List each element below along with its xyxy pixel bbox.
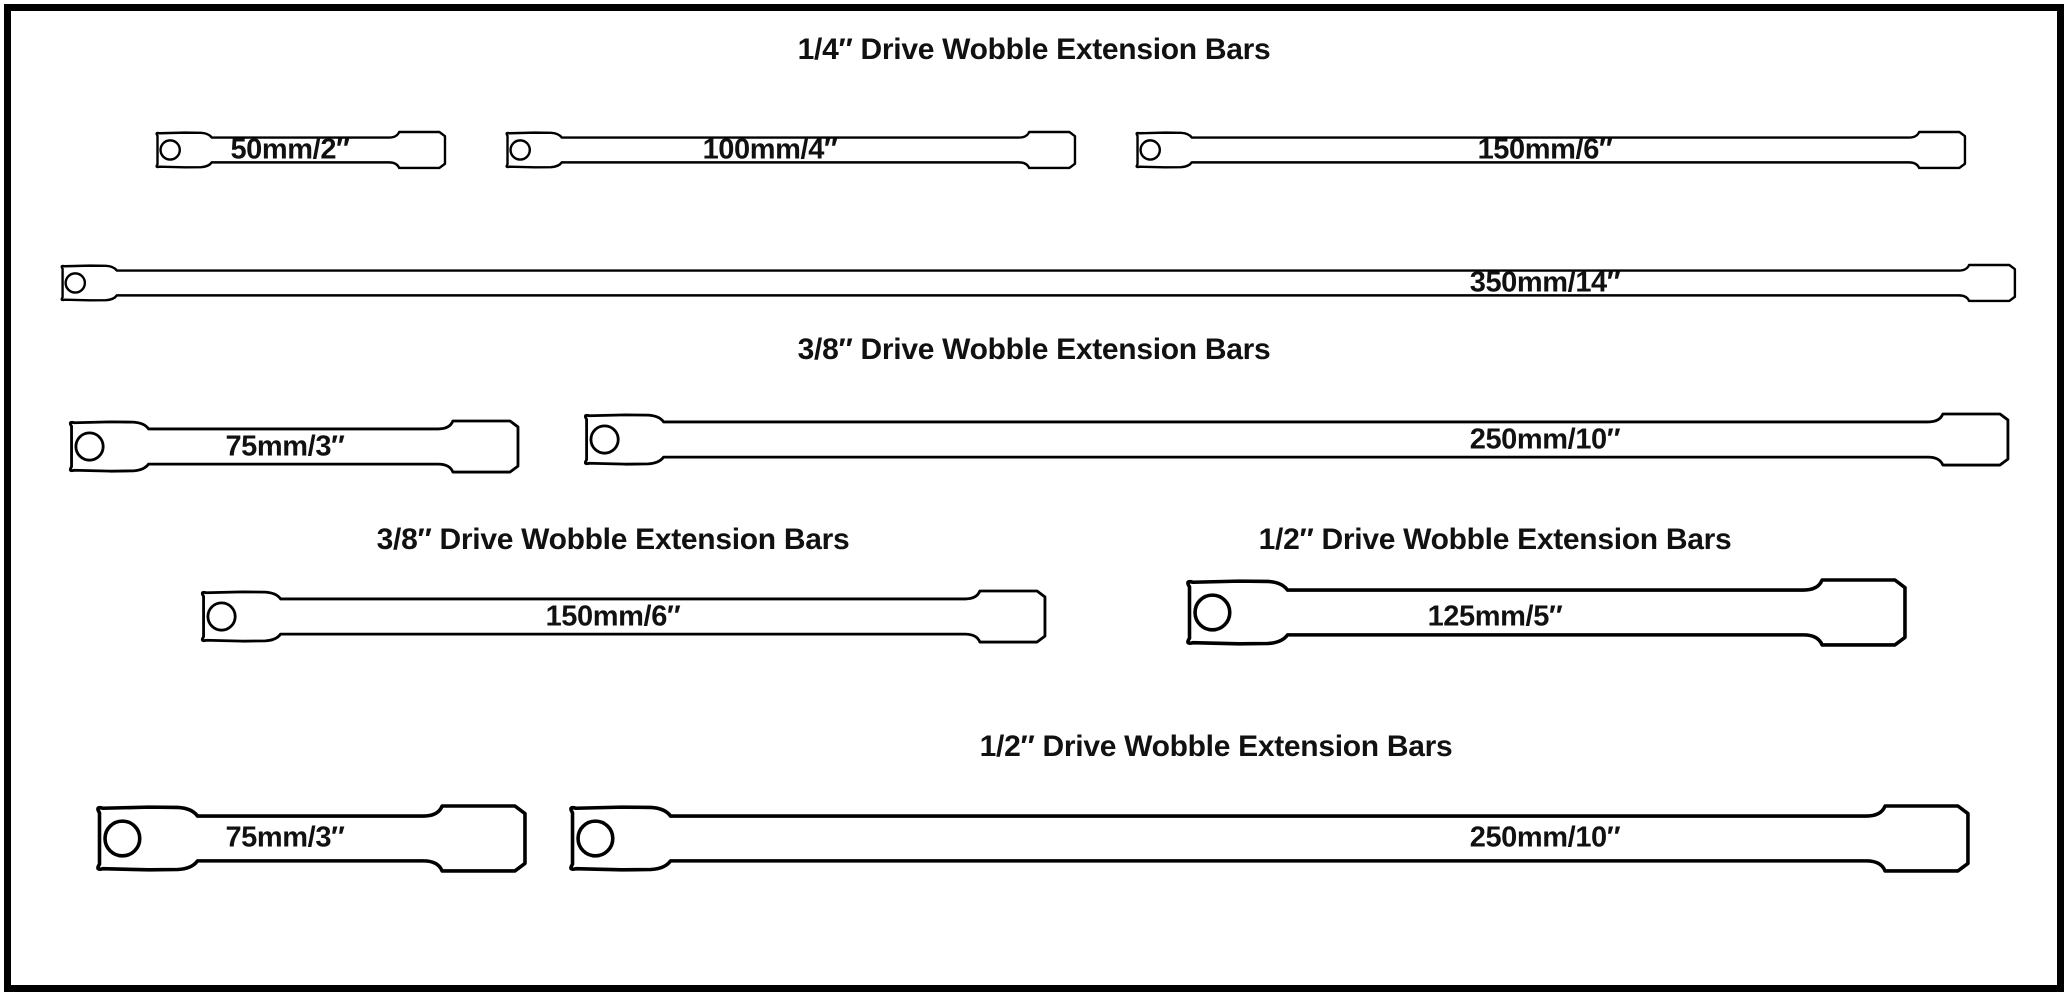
bar-body-outline [1135,130,1967,170]
bar-body-outline [1186,577,1907,647]
extension-bar-bar-half-125mm [1186,577,1907,647]
bar-size-label-bar-threeeighths-150mm: 150mm/6″ [545,600,681,633]
bar-size-label-bar-half-125mm: 125mm/5″ [1427,600,1563,633]
wobble-pin-hole-icon [576,818,615,858]
bar-body-outline [155,130,447,170]
group-title-group-quarter-inch: 1/4″ Drive Wobble Extension Bars [797,33,1271,66]
bar-body-outline [60,263,2017,303]
group-title-group-half-inch: 1/2″ Drive Wobble Extension Bars [1258,523,1732,556]
wobble-pin-hole-icon [1193,592,1232,632]
bar-body-outline [583,413,2010,467]
bar-size-label-bar-quarter-50mm: 50mm/2″ [230,133,350,166]
bar-body-outline [68,420,520,474]
extension-bar-bar-quarter-50mm [155,130,447,170]
wobble-pin-hole-icon [74,431,105,463]
bar-body-outline [569,803,1970,873]
wobble-pin-hole-icon [103,818,142,858]
bar-size-label-bar-quarter-350mm: 350mm/14″ [1469,266,1621,299]
wobble-pin-hole-icon [206,601,237,633]
group-title-group-half-inch-second: 1/2″ Drive Wobble Extension Bars [979,730,1453,763]
group-title-group-three-eighths-inch-second: 3/8″ Drive Wobble Extension Bars [376,523,850,556]
bar-body-outline [96,803,527,873]
group-title-group-three-eighths-inch: 3/8″ Drive Wobble Extension Bars [797,333,1271,366]
bar-body-outline [505,130,1077,170]
extension-bar-bar-half-250mm [569,803,1970,873]
extension-bar-bar-threeeighths-150mm [200,590,1047,644]
bar-size-label-bar-quarter-150mm: 150mm/6″ [1477,133,1613,166]
bar-size-label-bar-quarter-100mm: 100mm/4″ [702,133,838,166]
extension-bar-bar-threeeighths-75mm [68,420,520,474]
extension-bar-bar-half-75mm [96,803,527,873]
bar-size-label-bar-threeeighths-75mm: 75mm/3″ [225,430,345,463]
bar-body-outline [200,590,1047,644]
wobble-pin-hole-icon [1139,139,1162,161]
extension-bar-bar-threeeighths-250mm [583,413,2010,467]
wobble-pin-hole-icon [509,139,531,161]
wobble-pin-hole-icon [589,424,620,456]
wobble-pin-hole-icon [159,139,181,161]
bar-size-label-bar-threeeighths-250mm: 250mm/10″ [1469,423,1621,456]
bar-size-label-bar-half-250mm: 250mm/10″ [1469,821,1621,854]
wobble-pin-hole-icon [64,272,87,294]
extension-bar-bar-quarter-150mm [1135,130,1967,170]
bar-size-label-bar-half-75mm: 75mm/3″ [225,821,345,854]
extension-bar-bar-quarter-100mm [505,130,1077,170]
extension-bar-bar-quarter-350mm [60,263,2017,303]
